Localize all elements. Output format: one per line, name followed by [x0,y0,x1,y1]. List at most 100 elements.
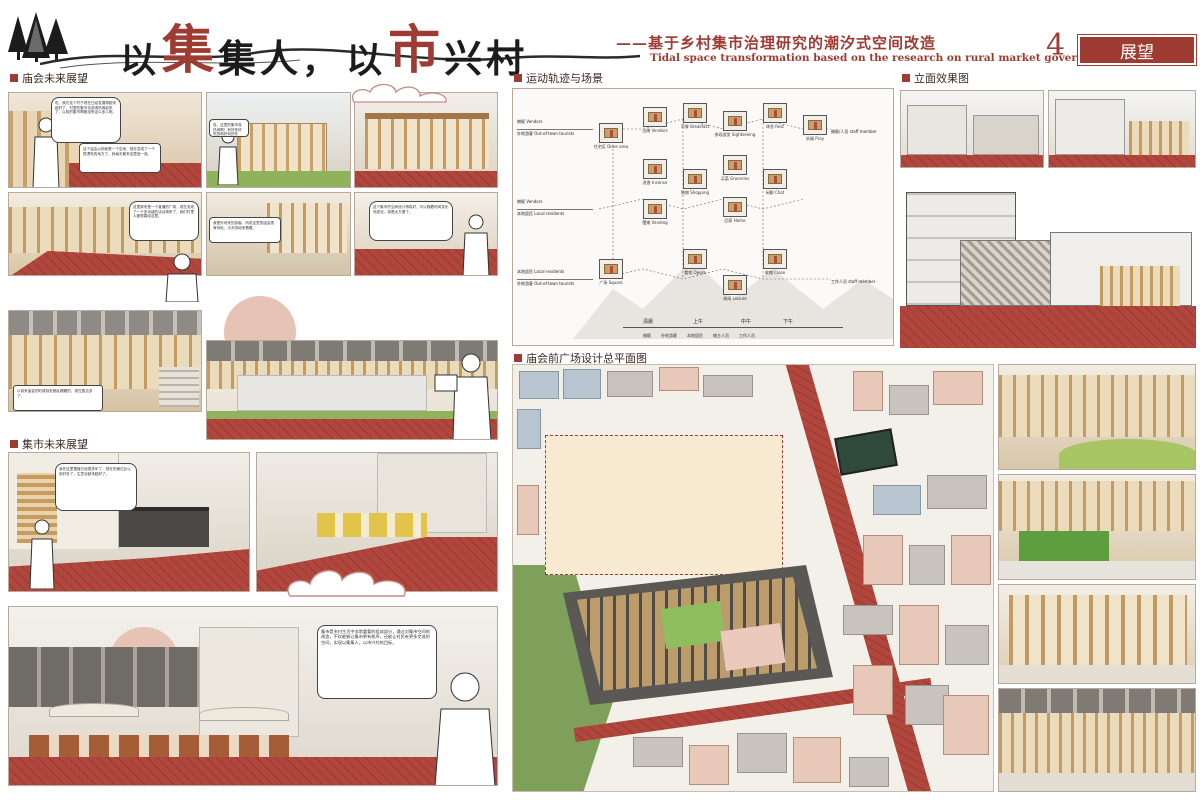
pink-court [720,623,786,671]
scene-node [803,115,827,135]
row-line [517,209,593,210]
building-footprint [659,367,699,391]
village-roofs [9,647,209,707]
brick-ground [900,306,1196,348]
photographer-figure-icon [434,353,492,439]
pavilion [119,507,209,547]
pine-tree-logo-icon [8,12,68,62]
scene-node [763,103,787,123]
building-footprint [843,605,893,635]
scene-node-label: 休闲 Leisure [723,296,747,301]
cloud-ornament-icon [287,570,406,597]
scene-node [723,197,747,217]
brick-ground [901,155,1043,167]
scene-node-label: 进香 Incense [642,180,668,185]
timber-stall [1129,121,1189,155]
scene-node-label: 出摊 Vendors [642,128,668,133]
building-footprint [517,485,539,535]
elevation-3 [900,180,1196,348]
building-footprint [517,409,541,449]
stairs [159,367,199,407]
brick-path [355,171,497,187]
building-footprint [863,535,903,585]
scene-node-label: 闲聊 Chat [765,190,785,195]
market-panel-1: 我在这里摆摊已经很多年了，现在的摊位比以前好多了，生意也越来越好了。 [8,452,250,592]
building-footprint [905,685,949,725]
time-tick: 下午 [783,319,794,325]
timber-stall [1100,266,1180,306]
building-footprint [633,737,683,767]
market-stall [237,123,327,173]
village-roofs [999,689,1195,713]
market-panel-3: 集市是乡村生活中非常重要的组成部分，通过对集市空间的改造，不仅能够让集市更有秩序… [8,606,498,786]
scene-node [643,159,667,179]
scene-node [643,107,667,127]
legend: 摊贩 外地游客 本地居民 摊主人员 工作人员 [643,333,755,339]
paving [999,561,1195,579]
building-footprint [853,371,883,411]
house [973,115,1039,155]
comic-panel-3 [354,92,498,188]
section-title: 庙会前广场设计总平面图 [526,352,647,365]
speech-bubble: 哇，这里的集市真热闹啊！有好多好吃的和好玩的东西。 [209,119,249,137]
subtitle-cn: ——基于乡村集市治理研究的潮汐式空间改造 [616,34,937,52]
yellow-benches [317,513,427,537]
title-char: 以 [346,39,383,81]
man-figure-icon [32,117,60,187]
building-footprint [899,605,939,665]
page-title: 以 集 集 人 ， 以 市 兴 村 [120,8,524,83]
title-char: 以 [120,39,157,81]
scene-node [763,249,787,269]
square-bullet-icon [10,74,18,82]
comic-panel-7: 以前来庙会的时候到处都乱糟糟的，现在整洁多了。 [8,310,202,412]
row-label: 摊贩 Vendors [517,119,543,124]
row-label: 本地居民 Local residents [517,269,565,274]
brick-ground [1049,155,1195,167]
building-footprint [849,757,889,787]
subtitle-en: Tidal space transformation based on the … [650,52,1113,64]
square-bullet-icon [514,74,522,82]
comic-panel-5: 我是外地来的游客，听说这里的庙会很有特色，今天特地来看看。 [206,192,351,276]
speech-bubble: 集市是乡村生活中非常重要的组成部分，通过对集市空间的改造，不仅能够让集市更有秩序… [317,625,437,699]
building-footprint [703,375,753,397]
scene-node [723,155,747,175]
scene-node [683,169,707,189]
sports-court [834,428,898,476]
building-footprint [689,745,729,785]
scene-node-label: 买菜 Groceries [720,176,750,181]
paving [999,773,1195,791]
time-tick: 中午 [741,319,752,325]
square-bullet-icon [10,440,18,448]
legend-item: 摊贩 [643,333,651,338]
site-plan [512,364,994,792]
title-char: 兴 [444,36,483,81]
row-label: 外地游客 Out-of-town tourists [517,281,575,286]
section-label-elevation: 立面效果图 [902,70,969,86]
row-line [517,279,593,280]
village-roofs [9,311,201,335]
comic-panel-6: 这个集市的空间设计得真好，可以随着时间变化而变化，真是太方便了。 [354,192,498,276]
row-line [517,129,593,130]
timber-frame [999,375,1195,437]
page-number: 4 [1046,28,1066,63]
brick-path [9,757,497,785]
comic-panel-1: 哎，我们这个村子现在已经发展得越来越好了，村里的集市也变得热闹起来了，以前的集市… [8,92,202,188]
scene-node-label: 摆摊 Vending [642,220,668,225]
house [1055,99,1125,155]
title-char: ， [302,42,337,82]
section-label-motion: 运动轨迹与场景 [514,70,603,86]
elder-figure-icon [434,672,496,785]
brush-stroke-icon [40,48,640,69]
legend-item: 外地游客 [661,333,677,338]
building-footprint [943,695,989,755]
plaza-area [545,435,783,575]
speech-bubble: 以前来庙会的时候到处都乱糟糟的，现在整洁多了。 [13,385,103,411]
title-char-accent: 市 [388,20,441,81]
scene-node [599,259,623,279]
legend-item: 本地居民 [687,333,703,338]
umbrella [199,707,289,721]
speech-bubble: 哎，我们这个村子现在已经发展得越来越好了，村里的集市也变得热闹起来了，以前的集市… [51,97,121,143]
grass [207,171,350,187]
row-label: 本地居民 Local residents [517,211,565,216]
building-footprint [563,369,601,399]
